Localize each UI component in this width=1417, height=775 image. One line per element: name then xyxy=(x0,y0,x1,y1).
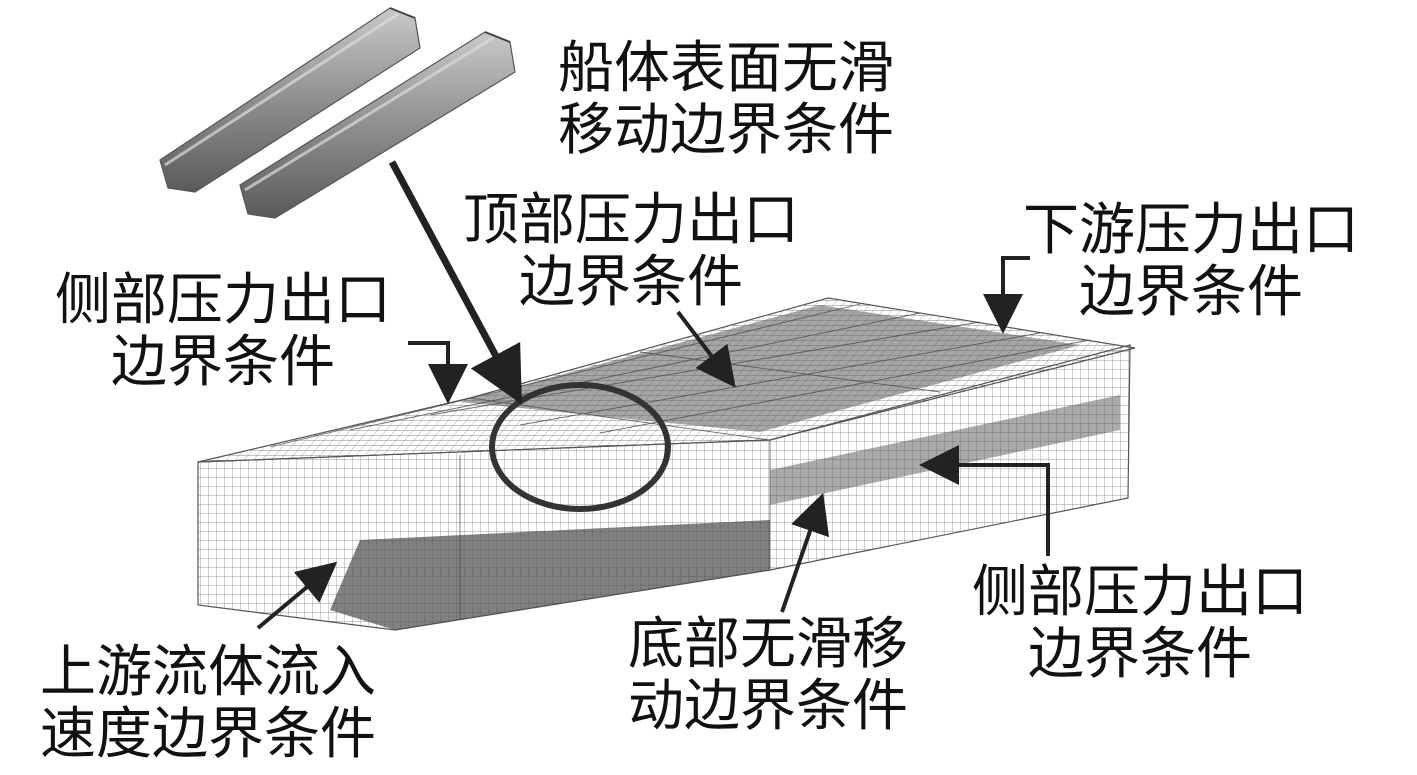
label-top-outlet-line1: 顶部压力出口 xyxy=(463,190,799,252)
label-downstream-outlet: 下游压力出口 边界条件 xyxy=(1023,200,1359,324)
label-side-outlet-left-line1: 侧部压力出口 xyxy=(55,270,391,332)
label-bottom-wall: 底部无滑移 动边界条件 xyxy=(628,614,908,738)
label-top-outlet: 顶部压力出口 边界条件 xyxy=(463,190,799,314)
label-bottom-wall-line2: 动边界条件 xyxy=(628,676,908,738)
label-top-outlet-line2: 边界条件 xyxy=(463,252,799,314)
label-side-outlet-right-line2: 边界条件 xyxy=(972,624,1308,686)
label-side-outlet-left: 侧部压力出口 边界条件 xyxy=(55,270,391,394)
label-side-outlet-right-line1: 侧部压力出口 xyxy=(972,562,1308,624)
label-upstream-inlet-line2: 速度边界条件 xyxy=(40,704,376,766)
label-side-outlet-left-line2: 边界条件 xyxy=(55,332,391,394)
label-side-outlet-right: 侧部压力出口 边界条件 xyxy=(972,562,1308,686)
label-downstream-outlet-line1: 下游压力出口 xyxy=(1023,200,1359,262)
label-hull-surface-line2: 移动边界条件 xyxy=(558,100,894,162)
arrow-side-outlet-left xyxy=(408,343,448,388)
label-upstream-inlet-line1: 上游流体流入 xyxy=(40,642,376,704)
label-hull-surface-line1: 船体表面无滑 xyxy=(558,38,894,100)
label-bottom-wall-line1: 底部无滑移 xyxy=(628,614,908,676)
label-hull-surface: 船体表面无滑 移动边界条件 xyxy=(558,38,894,162)
label-upstream-inlet: 上游流体流入 速度边界条件 xyxy=(40,642,376,766)
ship-hulls xyxy=(160,8,515,218)
label-downstream-outlet-line2: 边界条件 xyxy=(1023,262,1359,324)
